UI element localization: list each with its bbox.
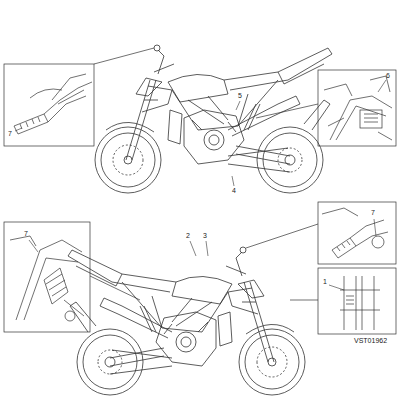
callout-number: 7 [371,209,375,217]
callout-number: 2 [186,232,190,240]
callout-number: 6 [386,72,390,80]
callout-number: 7 [8,130,12,138]
callout-number: 5 [238,92,242,100]
callout-number: 4 [232,187,236,195]
callout-number: 7 [24,230,28,238]
callout-number: 1 [323,278,327,286]
figure-code: VST01962 [354,337,387,345]
callout-number: 3 [203,232,207,240]
